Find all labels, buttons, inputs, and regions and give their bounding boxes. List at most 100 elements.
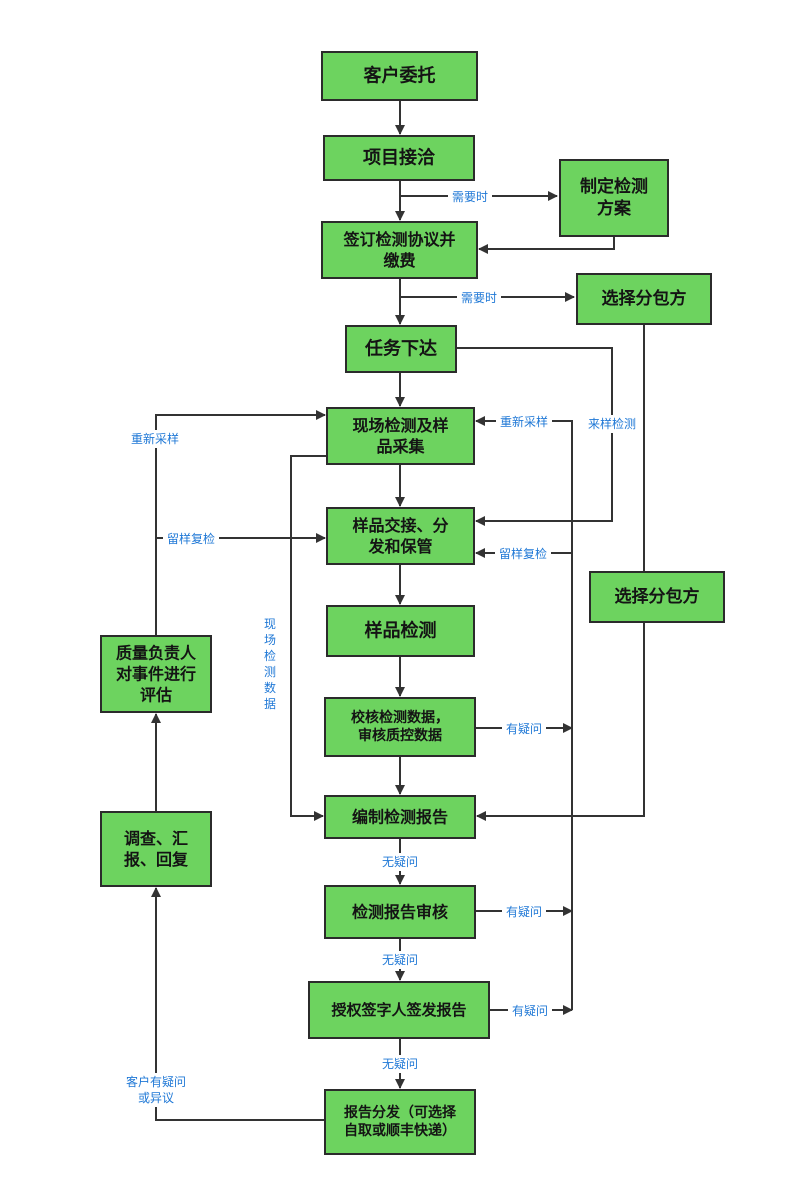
process-box-n11: 编制检测报告: [324, 795, 476, 839]
edge-labels: 需要时需要时重新采样重新采样来样检测留样复检留样复检有疑问有疑问有疑问无疑问无疑…: [122, 188, 640, 1107]
process-box-rect: [559, 159, 669, 237]
edge-label-resample_right: 重新采样: [500, 414, 548, 429]
process-box-label: 样品交接、分: [352, 516, 448, 535]
process-box-label: 项目接洽: [363, 147, 436, 169]
connector-21: [290, 455, 327, 821]
field-data-label: 场: [264, 633, 276, 647]
edge-label-background: [502, 903, 546, 921]
process-box-label: 自取或顺丰快递）: [344, 1122, 456, 1139]
edge-label-background: [508, 1002, 552, 1020]
field-data-label: 检: [264, 648, 276, 663]
process-box-rect: [576, 273, 712, 325]
process-box-label: 选择分包方: [615, 586, 700, 607]
edge-label-background: [122, 1073, 190, 1091]
process-box-label: 报告分发（可选择: [344, 1104, 457, 1121]
connector-3: [478, 236, 615, 254]
edge-label-customer: 或异议: [138, 1091, 174, 1105]
process-box-rect: [589, 571, 725, 623]
edge-label-doubt1: 有疑问: [506, 721, 542, 736]
process-box-rect: [326, 507, 475, 565]
edge-label-nodoubt2: 无疑问: [382, 952, 418, 967]
process-box-label: 质量负责人: [116, 644, 197, 663]
process-box-label: 客户委托: [364, 65, 436, 87]
process-box-n13: 授权签字人签发报告: [308, 981, 490, 1039]
edge-label-background: [584, 415, 640, 433]
edge-label-need2: 需要时: [461, 291, 497, 305]
edge-label-background: [127, 430, 183, 448]
edge-label-background: [134, 1089, 178, 1107]
process-box-rect: [326, 407, 475, 465]
process-box-label: 制定检测: [580, 176, 648, 197]
connector-16: [475, 416, 573, 1010]
process-box-label: 方案: [597, 198, 632, 219]
field-data-label: 现: [264, 617, 276, 631]
connector-14: [456, 347, 613, 526]
process-box-n16: 调查、汇报、回复: [100, 811, 212, 887]
process-box-rect: [100, 635, 212, 713]
edge-label-background: [378, 1055, 422, 1073]
process-box-rect: [321, 221, 478, 279]
process-box-label: 品采集: [376, 437, 425, 456]
process-box-label: 发和保管: [367, 537, 432, 556]
process-boxes: 客户委托项目接洽制定检测方案签订检测协议并缴费选择分包方任务下达现场检测及样品采…: [100, 51, 725, 1155]
process-box-label: 报、回复: [124, 850, 189, 869]
process-box-rect: [326, 605, 475, 657]
edge-label-background: [457, 289, 501, 307]
process-box-rect: [308, 981, 490, 1039]
process-box-label: 任务下达: [364, 338, 437, 360]
process-box-label: 检测报告审核: [352, 903, 448, 922]
process-box-label: 编制检测报告: [352, 808, 448, 827]
edge-label-retain_right: 留样复检: [499, 546, 547, 561]
process-box-rect: [324, 1089, 476, 1155]
connector-15: [476, 324, 645, 821]
edge-label-resample_left: 重新采样: [131, 431, 179, 446]
process-box-n12: 检测报告审核: [324, 885, 476, 939]
process-box-rect: [321, 51, 478, 101]
process-box-rect: [345, 325, 457, 373]
connector-22: [151, 887, 325, 1121]
process-box-label: 选择分包方: [602, 288, 687, 309]
process-box-rect: [323, 135, 475, 181]
process-box-rect: [324, 885, 476, 939]
edge-label-background: [163, 530, 219, 548]
process-box-label: 校核检测数据，: [351, 709, 449, 726]
edge-label-background: [378, 853, 422, 871]
field-data-label: 测: [264, 665, 276, 679]
process-box-label: 签订检测协议并: [342, 230, 455, 249]
process-box-rect: [324, 795, 476, 839]
process-box-label: 缴费: [383, 251, 415, 270]
process-box-n10: 校核检测数据，审核质控数据: [324, 697, 476, 757]
edge-label-doubt3: 有疑问: [512, 1003, 548, 1018]
edge-label-come_sample: 来样检测: [588, 416, 636, 431]
process-box-n5: 选择分包方: [576, 273, 712, 325]
process-box-label: 评估: [140, 685, 172, 704]
edge-label-background: [495, 545, 551, 563]
process-box-label: 对事件进行: [116, 665, 196, 684]
edge-label-background: [496, 413, 552, 431]
edge-label-need1: 需要时: [452, 190, 488, 204]
edge-label-nodoubt1: 无疑问: [382, 854, 418, 869]
edge-label-background: [448, 188, 492, 206]
field-data-label: 数: [264, 680, 276, 695]
process-box-n2: 项目接洽: [323, 135, 475, 181]
edge-label-customer: 客户有疑问: [126, 1074, 186, 1089]
process-box-n9: 样品检测: [326, 605, 475, 657]
edge-label-retain_left: 留样复检: [167, 531, 215, 546]
edge-label-doubt2: 有疑问: [506, 904, 542, 919]
edge-label-background: [378, 951, 422, 969]
process-box-label: 授权签字人签发报告: [331, 1001, 466, 1019]
edge-label-nodoubt3: 无疑问: [382, 1056, 418, 1071]
connector-24: [155, 410, 326, 636]
process-box-n17: 选择分包方: [589, 571, 725, 623]
process-box-label: 现场检测及样: [352, 416, 448, 435]
process-box-n1: 客户委托: [321, 51, 478, 101]
process-box-label: 样品检测: [365, 620, 437, 642]
process-box-n6: 任务下达: [345, 325, 457, 373]
